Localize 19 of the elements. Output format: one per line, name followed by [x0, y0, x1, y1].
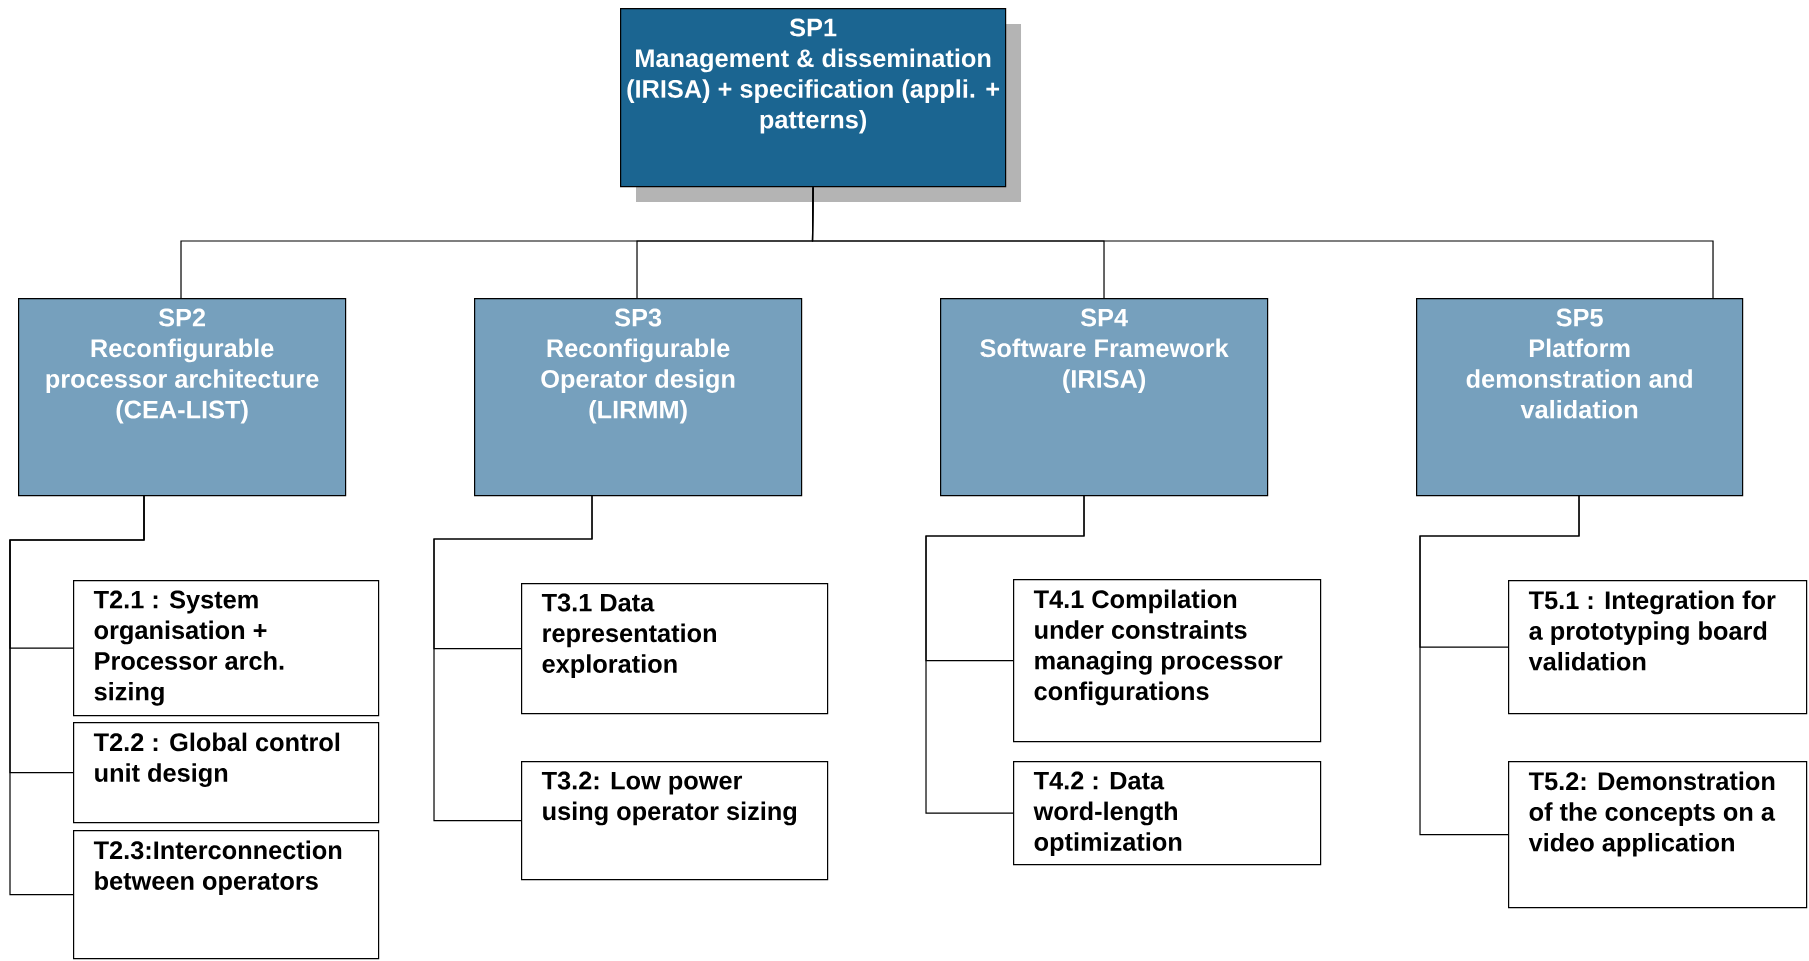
connector — [811, 186, 1714, 299]
connector — [925, 494, 1085, 814]
work-package-box: SP4 Software Framework (IRISA) — [940, 298, 1269, 497]
task-box: T5.2: Demonstration of the concepts on a video application — [1508, 761, 1808, 909]
task-box: T2.3:Interconnection between operators — [73, 830, 380, 960]
work-package-box: SP3 Reconfigurable Operator design (LIRMM) — [474, 298, 803, 497]
connector — [433, 494, 593, 822]
work-package-box: SP1 Management & dissemination (IRISA) + specification (appli. + patterns) — [620, 8, 1007, 188]
connector — [1419, 494, 1580, 836]
connector — [9, 494, 145, 896]
task-box: T4.2 : Data word-length optimization — [1013, 761, 1322, 866]
work-package-box: SP5 Platform demonstration and validation — [1416, 298, 1744, 497]
work-package-box: SP2 Reconfigurable processor architecture (CEA-LIST) — [18, 298, 347, 497]
task-box: T5.1 : Integration for a prototyping board validation — [1508, 580, 1808, 715]
task-box: T4.1 Compilation under constraints managing processor configurations — [1013, 579, 1322, 743]
task-box: T2.1 : System organisation + Processor arch. sizing — [73, 580, 380, 717]
task-box: T3.1 Data representation exploration — [521, 583, 829, 715]
task-box: T3.2: Low power using operator sizing — [521, 761, 829, 881]
task-box: T2.2 : Global control unit design — [73, 722, 380, 824]
